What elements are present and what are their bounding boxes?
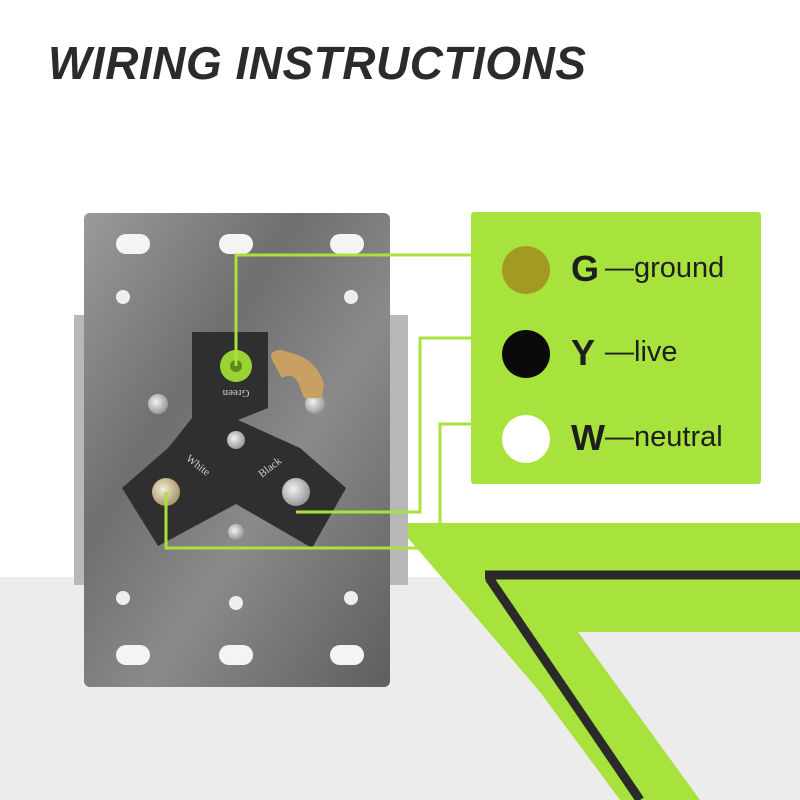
- legend-label: —ground: [605, 252, 725, 284]
- live-swatch: [502, 330, 550, 378]
- ground-swatch: [502, 246, 550, 294]
- ground-strap: [271, 350, 324, 398]
- legend-letter: W: [571, 417, 605, 458]
- dark-stripe-diagonal: [485, 575, 644, 800]
- wire-legend: G —ground Y —live W —neutral: [471, 212, 761, 484]
- green-terminal-label: Green: [222, 387, 249, 399]
- plate-screw: [305, 394, 325, 414]
- legend-label: —neutral: [605, 421, 723, 453]
- mounting-slot: [116, 234, 150, 254]
- legend-letter: G: [571, 248, 600, 289]
- mounting-slot: [330, 645, 364, 665]
- legend-row-live: Y —live: [471, 324, 761, 384]
- legend-letter: Y: [571, 332, 596, 373]
- neutral-swatch: [502, 415, 550, 463]
- neutral-wire-line: [164, 422, 471, 550]
- mounting-hole: [116, 290, 130, 304]
- mounting-hole: [229, 596, 243, 610]
- legend-label: —live: [605, 336, 678, 368]
- mounting-slot: [116, 645, 150, 665]
- bottom-screw: [228, 524, 244, 540]
- plate-screw: [148, 394, 168, 414]
- center-screw: [227, 431, 245, 449]
- live-wire-line: [296, 336, 471, 514]
- page-title: WIRING INSTRUCTIONS: [48, 37, 587, 89]
- ground-wire-line: [234, 253, 471, 366]
- mounting-hole: [344, 591, 358, 605]
- gray-inner-wedge: [578, 632, 800, 800]
- mounting-slot: [330, 234, 364, 254]
- legend-row-neutral: W —neutral: [471, 409, 761, 469]
- mounting-slot: [219, 645, 253, 665]
- mounting-hole: [344, 290, 358, 304]
- live-terminal-screw: [282, 478, 310, 506]
- legend-row-ground: G —ground: [471, 240, 761, 300]
- mounting-slot: [219, 234, 253, 254]
- mounting-hole: [116, 591, 130, 605]
